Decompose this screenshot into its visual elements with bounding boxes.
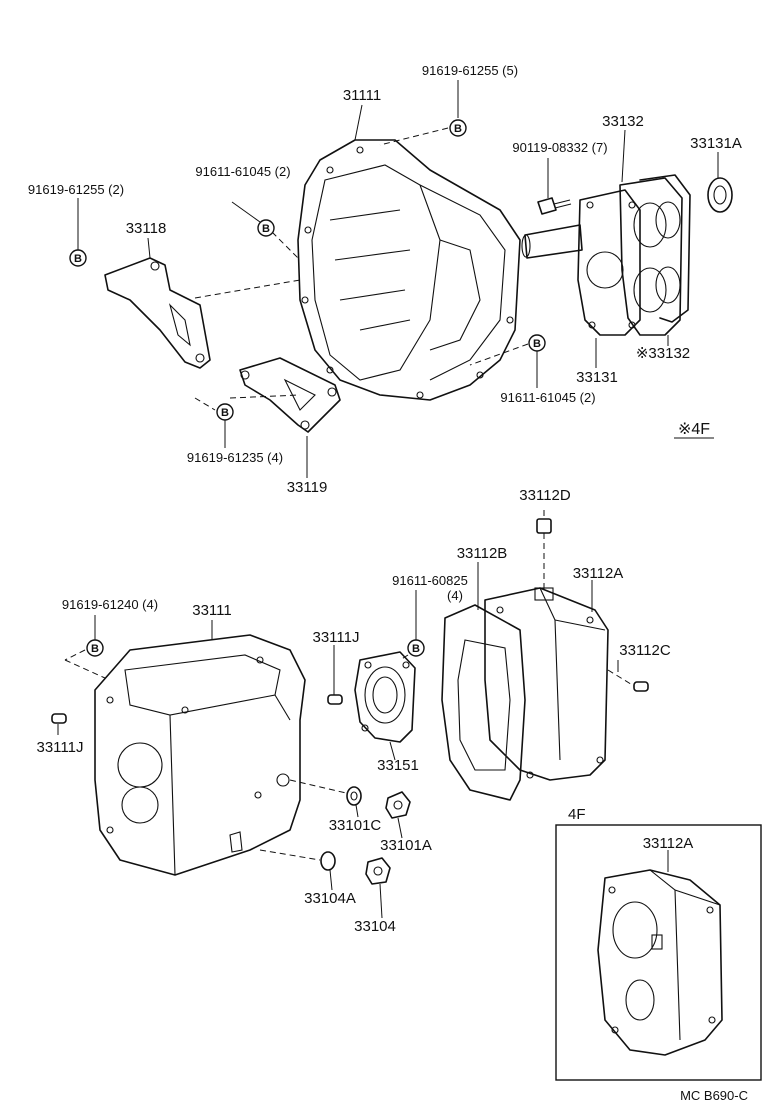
label-4F-mark: ※4F xyxy=(678,421,710,438)
label-33112C: 33112C xyxy=(619,642,671,659)
label-33132-top: 33132 xyxy=(602,113,644,130)
plug-33104 xyxy=(365,857,391,885)
bolt-marker-b-1: B xyxy=(449,119,467,137)
label-33119: 33119 xyxy=(287,479,328,496)
label-33132-mark: ※33132 xyxy=(636,345,690,362)
bolt-marker-b-4: B xyxy=(528,334,546,352)
inset-title: 4F xyxy=(568,806,586,823)
label-33104: 33104 xyxy=(354,918,396,935)
label-91611-60825: 91611-60825 xyxy=(392,573,468,588)
svg-text:B: B xyxy=(91,643,99,655)
oil-seal-33131A xyxy=(707,177,733,213)
label-91611-61045-2-a: 91611-61045 (2) xyxy=(195,164,290,179)
label-91619-61235-4: 91619-61235 (4) xyxy=(187,450,283,465)
dowel-pin-33111J-right xyxy=(327,694,343,705)
extension-case-33112A xyxy=(484,587,609,781)
label-31111-top: 31111 xyxy=(343,87,381,104)
dowel-pin-33111J-left xyxy=(51,713,67,724)
label-91619-61255-2: 91619-61255 (2) xyxy=(28,182,124,197)
svg-text:B: B xyxy=(221,407,229,419)
label-33131A: 33131A xyxy=(690,135,742,152)
label-33112B: 33112B xyxy=(457,545,508,562)
label-33118: 33118 xyxy=(126,220,167,237)
bolt-90119-08332 xyxy=(537,197,572,215)
plug-33101A xyxy=(385,791,411,819)
gasket-33112B xyxy=(441,604,526,801)
label-33104A: 33104A xyxy=(304,890,356,907)
label-33101C: 33101C xyxy=(329,817,382,834)
bolt-marker-b-5: B xyxy=(216,403,234,421)
bolt-marker-b-7: B xyxy=(86,639,104,657)
svg-text:B: B xyxy=(412,643,420,655)
washer-33104A xyxy=(320,851,336,871)
bell-housing-31111 xyxy=(297,139,521,401)
label-33131: 33131 xyxy=(576,369,618,386)
bearing-retainer-33151 xyxy=(354,651,416,743)
label-91611-61045-2-b: 91611-61045 (2) xyxy=(500,390,595,405)
label-33111J-right: 33111J xyxy=(313,629,360,646)
bolt-marker-b-2: B xyxy=(257,219,275,237)
label-33151: 33151 xyxy=(377,757,419,774)
label-33111-bottom: 33111 xyxy=(192,602,232,619)
label-33101A: 33101A xyxy=(380,837,432,854)
label-33111J-left: 33111J xyxy=(37,739,84,756)
svg-text:B: B xyxy=(74,253,82,265)
label-91611-60825-qty: (4) xyxy=(447,588,463,603)
inset-frame xyxy=(555,824,762,1081)
bracket-33118 xyxy=(104,257,211,369)
gasket-33132 xyxy=(619,174,691,336)
label-33112D: 33112D xyxy=(519,487,571,504)
bolt-marker-b-3: B xyxy=(69,249,87,267)
inset-4F: 4F 33112A xyxy=(555,806,762,1081)
svg-text:B: B xyxy=(262,223,270,235)
label-90119-08332-7: 90119-08332 (7) xyxy=(512,140,607,155)
extension-housing-33131 xyxy=(521,189,641,336)
inset-label-33112A: 33112A xyxy=(643,835,694,852)
label-91619-61240-4: 91619-61240 (4) xyxy=(62,597,158,612)
label-33112A: 33112A xyxy=(573,565,624,582)
plug-33112D xyxy=(536,518,552,534)
label-91619-61255-5: 91619-61255 (5) xyxy=(422,63,518,78)
pin-33112C xyxy=(633,681,649,692)
svg-text:B: B xyxy=(533,338,541,350)
svg-text:B: B xyxy=(454,123,462,135)
bolt-marker-b-6: B xyxy=(407,639,425,657)
washer-33101C xyxy=(346,786,362,806)
transmission-case-33111 xyxy=(94,634,306,876)
diagram-code: MC B690-C xyxy=(680,1088,748,1103)
leader-lines xyxy=(57,80,719,919)
